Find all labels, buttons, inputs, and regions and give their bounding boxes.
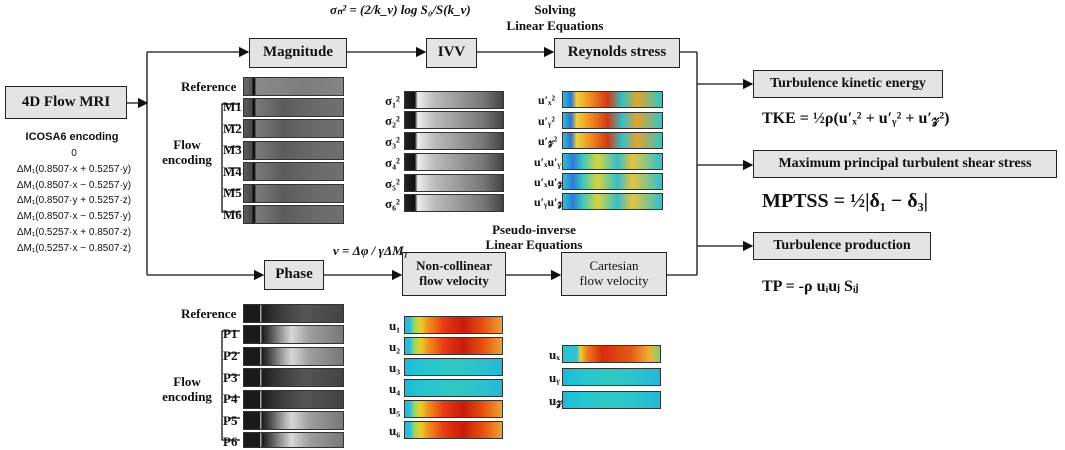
reynolds-label: u′ₓu′ᵧ xyxy=(534,155,561,169)
cartesian-image xyxy=(562,391,661,409)
velocity-label: u₂ xyxy=(389,339,401,354)
mptss-formula: MPTSS = ½|δ₁ − δ₃| xyxy=(762,190,929,212)
phase-p5-label: P5 xyxy=(223,413,238,428)
reynolds-label: u′ᵧu′𝓏 xyxy=(534,195,564,209)
ivv-label: σ₆² xyxy=(385,196,400,211)
velocity-image xyxy=(404,400,503,418)
magnitude-m4-label: M4 xyxy=(223,164,242,179)
velocity-label: u₄ xyxy=(389,381,401,396)
ivv-image xyxy=(404,132,504,150)
reynolds-label: u′ᵧ² xyxy=(538,114,556,128)
phase-reference-image xyxy=(243,304,344,323)
ivv-label: σ₄² xyxy=(385,155,400,170)
encoding-line: ΔM₁(0.8507·x + 0.5257·y) xyxy=(16,163,132,175)
ivv-image xyxy=(404,153,504,171)
reynolds-label: u′ₓu′𝓏 xyxy=(534,175,564,189)
reynolds-label: u′ₓ² xyxy=(538,93,556,107)
reynolds-image xyxy=(562,153,663,170)
phase-p6-label: P6 xyxy=(223,434,238,449)
reynolds-label: u′𝓏² xyxy=(538,134,558,148)
magnitude-m6-image xyxy=(243,205,344,224)
magnitude-reference-label: Reference xyxy=(181,79,237,94)
magnitude-m1-image xyxy=(243,98,344,117)
phase-p3-image xyxy=(243,368,344,387)
ivv-label: σ₃² xyxy=(385,134,400,149)
cartesian-image xyxy=(562,345,661,363)
tp-formula: TP = -ρ uᵢuⱼ Sᵢⱼ xyxy=(762,278,859,295)
ivv-box: IVV xyxy=(426,38,477,68)
velocity-label: u₅ xyxy=(389,402,401,417)
ivv-image xyxy=(404,91,504,109)
velocity-formula: v = Δφ / γΔM₁ xyxy=(333,243,409,258)
mptss-box: Maximum principal turbulent shear stress xyxy=(753,150,1057,178)
magnitude-m2-label: M2 xyxy=(223,121,242,136)
solving-linear-equations-label: Solving Linear Equations xyxy=(506,2,604,33)
tke-box: Turbulence kinetic energy xyxy=(753,70,943,98)
cartesian-label: uₓ xyxy=(549,347,560,362)
velocity-label: u₆ xyxy=(389,423,401,438)
mri-box: 4D Flow MRI xyxy=(5,86,127,119)
reynolds-image xyxy=(562,112,663,129)
noncollinear-velocity-box: Non-collinear flow velocity xyxy=(402,252,506,296)
pseudo-inverse-label: Pseudo-inverse Linear Equations xyxy=(485,222,583,252)
magnitude-m6-label: M6 xyxy=(223,207,242,222)
cartesian-label: u𝓏 xyxy=(549,393,563,408)
velocity-image xyxy=(404,337,503,355)
cartesian-velocity-box: Cartesian flow velocity xyxy=(561,252,667,296)
ivv-label: σ₅² xyxy=(385,176,400,191)
velocity-label: u₃ xyxy=(389,360,401,375)
reynolds-stress-box: Reynolds stress xyxy=(554,38,680,68)
velocity-image xyxy=(404,316,503,334)
encoding-list: 0 ΔM₁(0.8507·x + 0.5257·y) ΔM₁(0.8507·x … xyxy=(4,146,144,257)
reynolds-image xyxy=(562,91,663,108)
encoding-title: ICOSA6 encoding xyxy=(25,131,119,143)
reynolds-image xyxy=(562,193,663,210)
magnitude-m5-image xyxy=(243,184,344,203)
phase-p2-label: P2 xyxy=(223,348,238,363)
cartesian-image xyxy=(562,368,661,386)
velocity-image xyxy=(404,358,503,376)
magnitude-m4-image xyxy=(243,162,344,181)
magnitude-m1-label: M1 xyxy=(223,99,242,114)
encoding-line: ΔM₁(0.8507·x − 0.5257·y) xyxy=(16,179,132,191)
ivv-label: σ₁² xyxy=(385,93,400,108)
sigma-formula: σₙ² = (2/k_v) log S₀/S(k_v) xyxy=(330,2,471,17)
ivv-label: σ₂² xyxy=(385,113,400,128)
phase-box: Phase xyxy=(264,260,324,290)
ivv-image xyxy=(404,194,504,212)
magnitude-box: Magnitude xyxy=(249,38,347,68)
phase-p1-label: P1 xyxy=(223,326,238,341)
velocity-image xyxy=(404,379,503,397)
phase-p2-image xyxy=(243,347,344,366)
phase-p4-image xyxy=(243,390,344,409)
magnitude-reference-image xyxy=(243,77,344,96)
ivv-image xyxy=(404,111,504,129)
magnitude-m5-label: M5 xyxy=(223,185,242,200)
magnitude-m3-label: M3 xyxy=(223,142,242,157)
phase-reference-label: Reference xyxy=(181,306,237,321)
cartesian-label: uᵧ xyxy=(549,370,560,385)
reynolds-image xyxy=(562,132,663,149)
tp-box: Turbulence production xyxy=(753,232,931,260)
phase-p4-label: P4 xyxy=(223,391,238,406)
phase-p5-image xyxy=(243,411,344,430)
encoding-line: ΔM₁(0.5257·x − 0.8507·z) xyxy=(16,242,132,254)
encoding-line: ΔM₁(0.5257·x + 0.8507·z) xyxy=(16,226,132,238)
velocity-label: u₁ xyxy=(389,318,401,333)
magnitude-flow-encoding-label: Flow encoding xyxy=(162,137,212,167)
ivv-image xyxy=(404,174,504,192)
tke-formula: TKE = ½ρ(u′ₓ² + u′ᵧ² + u′𝓏²) xyxy=(762,110,950,127)
encoding-line: ΔM₁(0.8507·x − 0.5257·y) xyxy=(16,211,132,223)
phase-flow-encoding-label: Flow encoding xyxy=(162,374,212,404)
magnitude-m3-image xyxy=(243,141,344,160)
phase-p1-image xyxy=(243,325,344,344)
encoding-line: 0 xyxy=(71,148,77,159)
velocity-image xyxy=(404,421,503,439)
phase-p3-label: P3 xyxy=(223,370,238,385)
magnitude-m2-image xyxy=(243,119,344,138)
phase-p6-image xyxy=(243,432,344,448)
reynolds-image xyxy=(562,173,663,190)
encoding-line: ΔM₁(0.8507·y + 0.5257·z) xyxy=(16,195,132,207)
